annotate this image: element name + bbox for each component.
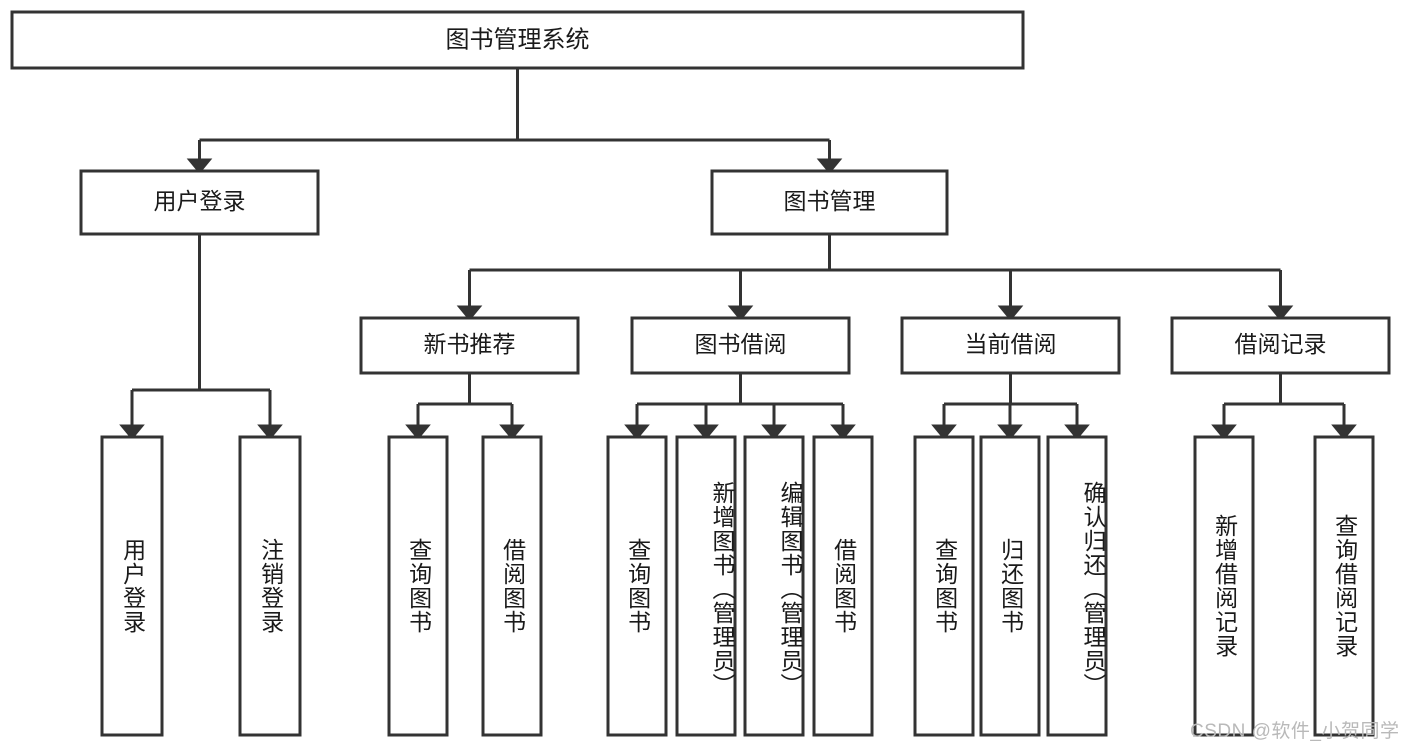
node-root[interactable]: 图书管理系统	[10, 10, 1025, 70]
node-borrow-record-label: 借阅记录	[1235, 331, 1327, 357]
node-book-borrow-label: 图书借阅	[695, 331, 787, 357]
node-user-login-box[interactable]	[79, 169, 320, 236]
leaf-box-borrow-book-rec[interactable]	[481, 435, 543, 737]
node-borrow-record[interactable]: 借阅记录	[1170, 316, 1391, 375]
node-current-borrow-label: 当前借阅	[965, 331, 1057, 357]
node-root-box[interactable]	[10, 10, 1025, 70]
node-user-login[interactable]: 用户登录	[79, 169, 320, 236]
leaf-box-query-record[interactable]	[1313, 435, 1375, 737]
node-root-label: 图书管理系统	[446, 26, 590, 53]
leaf-box-add-book-admin[interactable]	[675, 435, 737, 737]
connector-group	[119, 68, 1357, 440]
node-book-manage-label: 图书管理	[784, 188, 876, 214]
node-book-borrow-box[interactable]	[630, 316, 851, 375]
node-group: 图书管理系统 用户登录 图书管理 新书推荐 图书借阅 当前	[10, 10, 1391, 737]
node-book-borrow[interactable]: 图书借阅	[630, 316, 851, 375]
node-new-book-rec-box[interactable]	[359, 316, 580, 375]
leaf-box-query-book-rec[interactable]	[387, 435, 449, 737]
node-book-manage[interactable]: 图书管理	[710, 169, 949, 236]
csdn-watermark: CSDN @软件_小贺同学	[1190, 721, 1400, 742]
leaf-box-user-login[interactable]	[100, 435, 164, 737]
leaf-box-query-book-cur[interactable]	[913, 435, 975, 737]
node-current-borrow[interactable]: 当前借阅	[900, 316, 1121, 375]
leaf-box-confirm-return[interactable]	[1046, 435, 1108, 737]
leaf-box-logout[interactable]	[238, 435, 302, 737]
node-new-book-rec[interactable]: 新书推荐	[359, 316, 580, 375]
leaf-box-add-record[interactable]	[1193, 435, 1255, 737]
node-book-manage-box[interactable]	[710, 169, 949, 236]
node-borrow-record-box[interactable]	[1170, 316, 1391, 375]
leaf-box-edit-book-admin[interactable]	[743, 435, 805, 737]
leaf-box-borrow-book[interactable]	[812, 435, 874, 737]
leaf-box-query-book[interactable]	[606, 435, 668, 737]
node-current-borrow-box[interactable]	[900, 316, 1121, 375]
leaf-box-group	[100, 435, 1375, 737]
node-new-book-rec-label: 新书推荐	[424, 331, 516, 357]
leaf-box-return-book[interactable]	[979, 435, 1041, 737]
node-user-login-label: 用户登录	[154, 188, 246, 214]
